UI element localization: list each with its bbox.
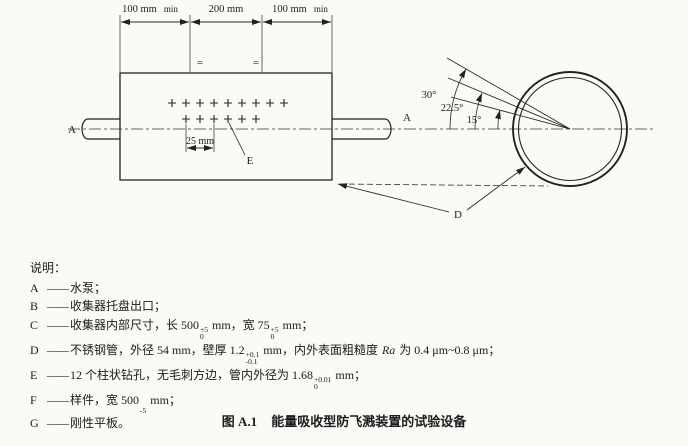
label-d-leader-tube: [466, 166, 526, 211]
label-d-leader-box: [337, 183, 450, 213]
legend-title: 说明：: [30, 261, 67, 275]
legend-item-b: B ——收集器托盘出口；: [30, 297, 500, 316]
legend-text: mm；: [279, 317, 314, 332]
dim-200: 200 mm: [209, 4, 244, 15]
legend-text: 12 个柱状钻孔，无毛刺方边，管内外径为 1.68: [70, 367, 314, 382]
label-angle-22-5: 22.5°: [441, 103, 464, 114]
pipe-left: [81, 118, 120, 140]
tolerance-stack: -5: [140, 405, 147, 415]
legend-key: B: [30, 299, 39, 313]
label-d: D: [454, 209, 462, 221]
collector-box: [119, 72, 333, 181]
roughness-symbol: Ra: [381, 342, 396, 357]
pipe-right: [332, 118, 392, 140]
caption-number: 图 A.1: [221, 414, 258, 429]
figure-caption: 图 A.1 能量吸收型防飞溅装置的试验设备: [0, 411, 688, 430]
angle-line-30: [446, 57, 571, 130]
label-angle-30: 30°: [422, 90, 437, 101]
legend-text: 收集器内部尺寸，长 500: [70, 317, 200, 332]
legend-text: 收集器托盘出口；: [70, 299, 167, 313]
label-e-leader: [228, 122, 246, 156]
legend-text: mm；: [147, 392, 181, 407]
legend-text: mm，宽 75: [209, 317, 270, 332]
drill-holes: [167, 98, 289, 124]
label-angle-15: 15°: [467, 115, 482, 126]
tube-cross-section-inner: [517, 76, 623, 182]
dim-25: 25 mm: [186, 136, 214, 147]
label-e: E: [247, 155, 254, 167]
legend-key: D: [30, 342, 39, 357]
legend-key: E: [30, 367, 38, 382]
legend-text: 为 0.4 μm~0.8 μm；: [396, 342, 501, 357]
legend-item-d: D ——不锈钢管，外径 54 mm，壁厚 1.2+0.1-0.1 mm，内外表面粗…: [30, 341, 500, 366]
legend-item-a: A ——水泵；: [30, 279, 500, 298]
legend-dash: ——: [47, 342, 69, 357]
tolerance-stack: +0.1-0.1: [245, 349, 260, 366]
legend-key: C: [30, 317, 39, 332]
legend-key: G: [30, 416, 39, 430]
legend-text: mm；: [332, 367, 367, 382]
legend-key: A: [30, 280, 39, 295]
legend-dash: ——: [47, 392, 69, 407]
legend-dash: ——: [47, 367, 69, 382]
legend-key: F: [30, 392, 37, 407]
label-a-left: A: [68, 124, 76, 136]
caption-title: 能量吸收型防飞溅装置的试验设备: [271, 414, 467, 429]
legend-item-f: F ——样件，宽 500-5 mm；: [30, 391, 500, 415]
legend-dash: ——: [47, 299, 69, 313]
projection-dashed-line: [339, 183, 549, 187]
legend-text: 样件，宽 500: [70, 392, 140, 407]
angle-line-22-5: [447, 77, 571, 130]
legend-text: 不锈钢管，外径 54 mm，壁厚 1.2: [70, 342, 245, 357]
angle-line-15: [450, 96, 571, 130]
legend-text: 水泵；: [70, 280, 107, 295]
angle-arc-22-5: [474, 92, 483, 130]
legend: 说明： A——水泵； B——收集器托盘出口； C——收集器内部尺寸，长 500+…: [30, 259, 500, 433]
angle-arc-30: [449, 68, 467, 130]
angle-arc-15: [494, 109, 501, 130]
legend-text: 刚性平板。: [70, 416, 131, 430]
legend-dash: ——: [47, 317, 69, 332]
legend-item-g: G ——刚性平板。: [30, 414, 500, 433]
legend-dash: ——: [47, 280, 69, 295]
equal-mark-right: =: [253, 57, 259, 69]
legend-text: mm，内外表面粗糙度: [260, 342, 381, 357]
legend-dash: ——: [47, 416, 69, 430]
dimension-extension-lines: [119, 15, 333, 72]
label-a-right: A: [403, 112, 411, 124]
equal-mark-left: =: [197, 57, 203, 69]
pitch-extension-lines: [185, 124, 215, 152]
tube-cross-section-outer: [512, 71, 628, 187]
